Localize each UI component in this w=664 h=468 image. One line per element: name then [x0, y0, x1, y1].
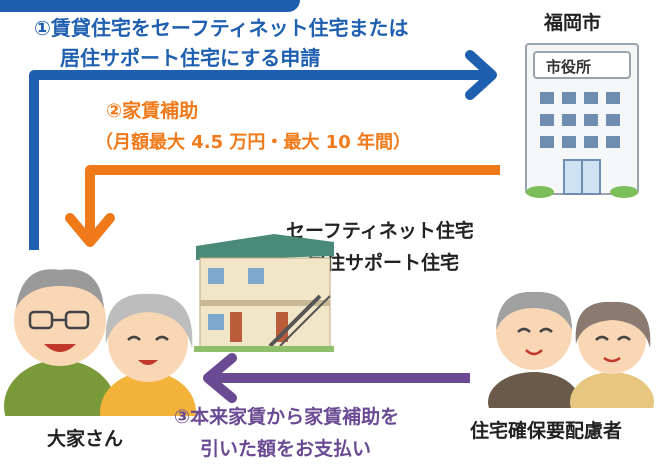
city-hall-sign: 市役所 [546, 58, 592, 76]
apartment-building [194, 234, 334, 352]
housing-label-line1: セーフティネット住宅 [286, 220, 474, 242]
landlord-couple-illustration [4, 269, 196, 416]
step1-label-line2: 居住サポート住宅にする申請 [60, 46, 321, 70]
application-arrow [29, 50, 497, 250]
payment-arrow [203, 353, 470, 403]
subsidy-arrow [65, 165, 500, 247]
housing-label-line2: ・居住サポート住宅 [288, 252, 460, 274]
step2-label-line1: ②家賃補助 [106, 100, 199, 122]
step1-label-line1: ①賃貸住宅をセーフティネット住宅または [34, 16, 409, 40]
corner-tab [0, 0, 300, 12]
step3-label-line2: 引いた額をお支払い [200, 438, 372, 460]
landlord-label: 大家さん [47, 428, 124, 450]
step2-label-line2: （月額最大 4.5 万円・最大 10 年間） [95, 132, 412, 153]
step3-label-line1: ③本来家賃から家賃補助を [174, 406, 400, 428]
city-hall-building [525, 43, 639, 198]
tenant-couple-illustration [488, 291, 654, 408]
tenant-label: 住宅確保要配慮者 [470, 420, 623, 442]
city-name: 福岡市 [544, 12, 602, 34]
